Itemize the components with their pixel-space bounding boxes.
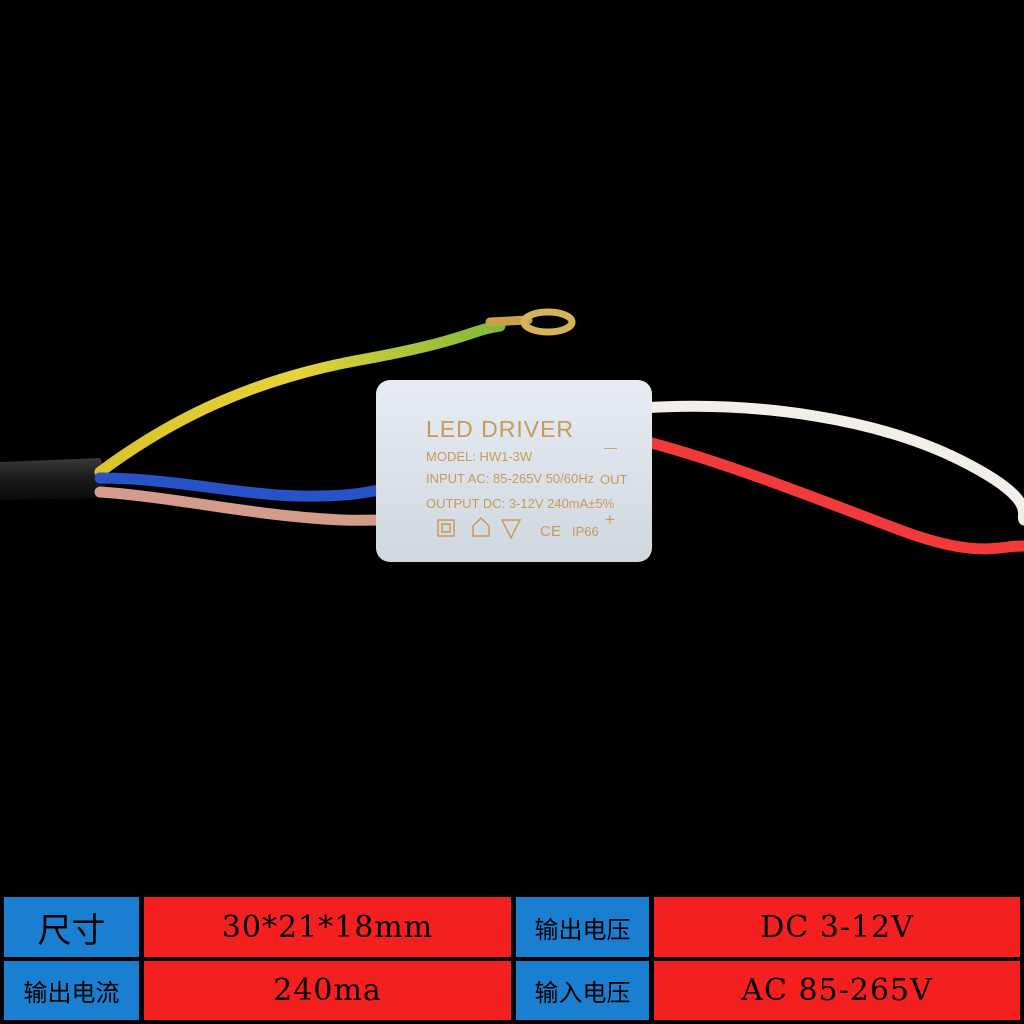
blue-wire [94, 472, 390, 502]
driver-minus: — [604, 440, 617, 455]
red-wire [634, 434, 1024, 555]
output-voltage-label: 输出电压 [516, 897, 649, 957]
indoor-use-icon [472, 516, 490, 537]
driver-out: OUT [600, 472, 628, 487]
white-wire [634, 400, 1024, 526]
product-photo: LED DRIVER MODEL: HW1-3W INPUT AC: 85-26… [0, 308, 1024, 562]
led-driver-photo: LED DRIVER MODEL: HW1-3W INPUT AC: 85-26… [0, 308, 1024, 562]
driver-box [376, 380, 652, 562]
spec-table: 尺寸 30*21*18mm 输出电压 DC 3-12V 输出电流 240ma 输… [0, 893, 1024, 1024]
brown-wire [94, 486, 390, 526]
driver-title: LED DRIVER [426, 416, 574, 442]
driver-plus: + [605, 510, 615, 529]
size-label: 尺寸 [4, 897, 139, 957]
earth-wire [94, 320, 506, 478]
ring-terminal [520, 308, 576, 336]
ce-mark: CE [540, 523, 561, 540]
output-current-value: 240ma [144, 961, 511, 1020]
output-current-label: 输出电流 [4, 961, 139, 1020]
size-value: 30*21*18mm [144, 897, 511, 957]
ip-rating: IP66 [572, 524, 599, 539]
f-mark-icon [500, 519, 522, 540]
double-insulation-icon [437, 519, 455, 537]
output-voltage-value: DC 3-12V [654, 897, 1020, 957]
input-voltage-label: 输入电压 [516, 961, 649, 1020]
driver-input: INPUT AC: 85-265V 50/60Hz [426, 471, 594, 486]
input-voltage-value: AC 85-265V [654, 961, 1020, 1020]
driver-model: MODEL: HW1-3W [426, 449, 533, 464]
driver-output: OUTPUT DC: 3-12V 240mA±5% [426, 496, 615, 511]
black-cable [0, 458, 106, 500]
